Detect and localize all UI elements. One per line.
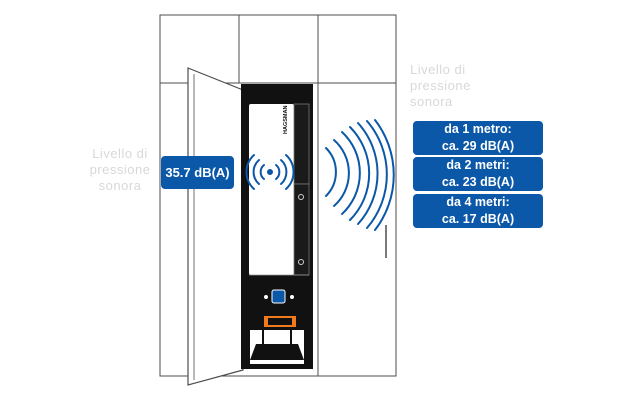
distance-badge-2m: da 2 metri: ca. 23 dB(A) (413, 157, 543, 191)
distance-caption-line-2: pressione (410, 78, 471, 93)
side-screw-bottom (298, 259, 304, 265)
open-door (187, 67, 244, 386)
distance-2m-level: ca. 23 dB(A) (441, 175, 515, 189)
appliance-side-upper (293, 103, 310, 185)
distance-badge-1m: da 1 metro: ca. 29 dB(A) (413, 121, 543, 155)
sound-waves-icon (325, 119, 395, 231)
source-caption-line-1: Livello di (92, 146, 148, 161)
appliance (241, 84, 313, 369)
cabinet-frame (159, 14, 397, 377)
distance-caption-line-3: sonora (410, 94, 453, 109)
source-level-badge: 35.7 dB(A) (161, 156, 234, 189)
distance-1m-label: da 1 metro: (444, 122, 512, 136)
distance-caption-line-1: Livello di (410, 62, 466, 77)
appliance-side-lower (293, 183, 310, 276)
distance-4m-label: da 4 metri: (446, 195, 510, 209)
appliance-front-panel (249, 104, 294, 275)
distance-level-caption: Livello di pressione sonora (410, 62, 494, 110)
distance-1m-level: ca. 29 dB(A) (441, 139, 515, 153)
control-dot-left (264, 295, 268, 299)
distance-badge-4m: da 4 metri: ca. 17 dB(A) (413, 194, 543, 228)
brand-label: HAGSMAN (283, 106, 289, 134)
source-caption-line-3: sonora (98, 178, 142, 193)
cabinet (159, 14, 397, 377)
orange-slot (268, 318, 292, 325)
source-level-caption: Livello di pressione sonora (78, 146, 162, 194)
side-screw-top (298, 194, 304, 200)
control-dot-right (290, 295, 294, 299)
distance-4m-level: ca. 17 dB(A) (441, 212, 515, 226)
distance-2m-label: da 2 metri: (446, 158, 510, 172)
source-caption-line-2: pressione (89, 162, 151, 177)
drawer-tray (250, 344, 304, 360)
control-button-icon[interactable] (271, 289, 286, 304)
sound-signal-icon (245, 154, 295, 190)
